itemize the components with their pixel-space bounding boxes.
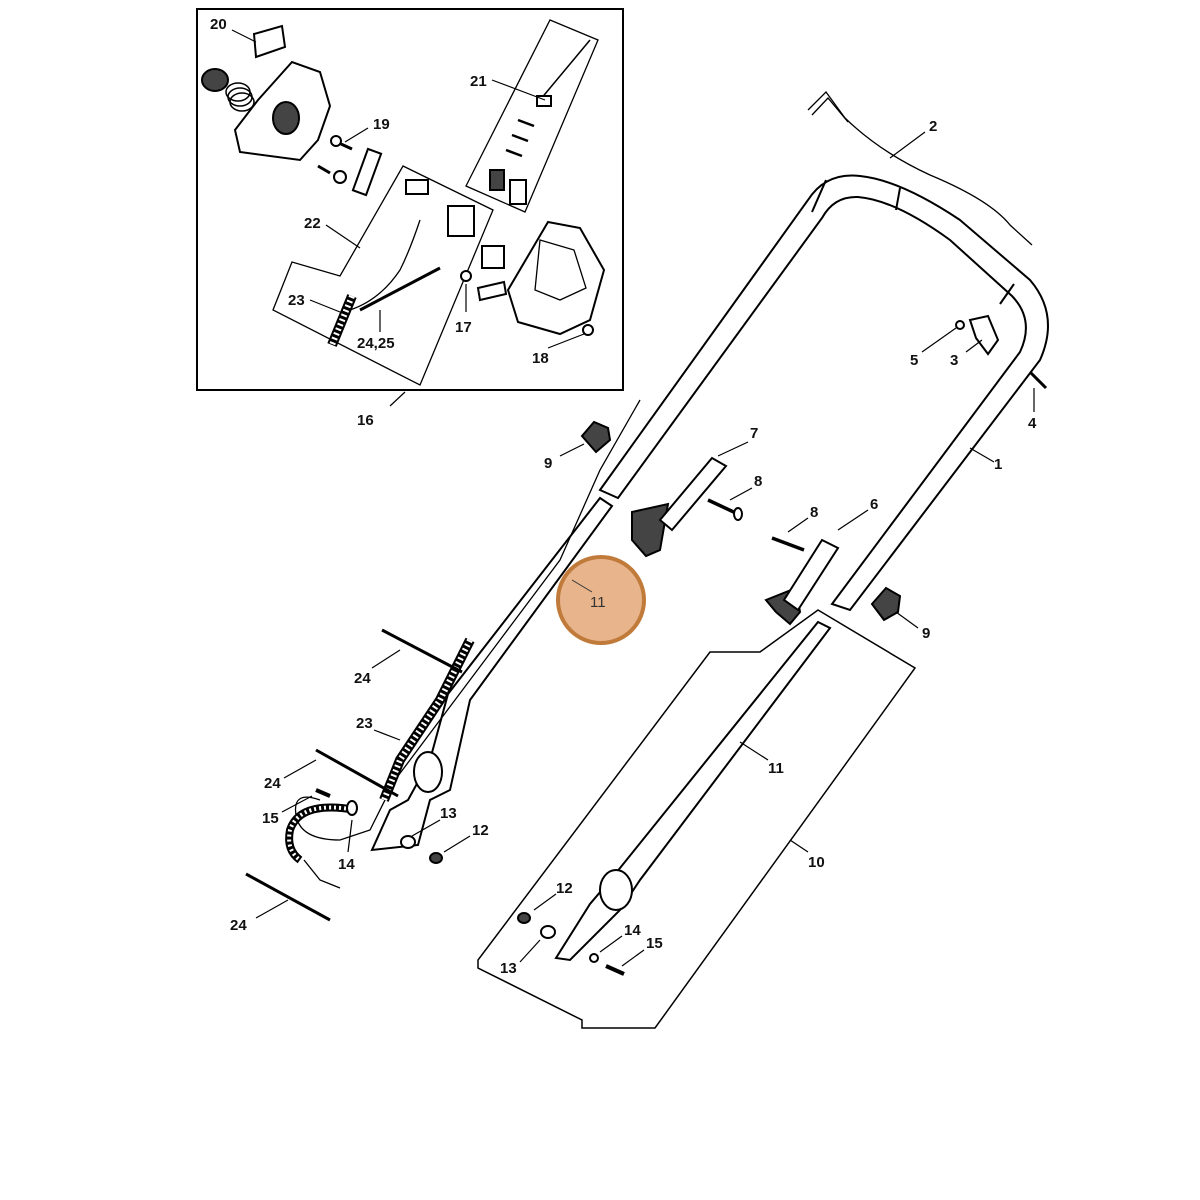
callout-label: 21 — [470, 73, 487, 90]
callout-label: 6 — [870, 496, 878, 513]
callout-label: 4 — [1028, 415, 1037, 432]
callout-labels: 20 21 19 22 23 24,25 17 18 16 2 5 3 4 1 … — [210, 16, 1037, 977]
detail-inset — [196, 8, 624, 391]
callout-label: 9 — [922, 625, 930, 642]
callout-label: 15 — [646, 935, 663, 952]
callout-label: 13 — [500, 960, 517, 977]
callout-label: 24 — [230, 917, 247, 934]
callout-label: 8 — [810, 504, 818, 521]
lower-handle-left — [245, 399, 641, 922]
callout-label: 20 — [210, 16, 227, 33]
upper-handle — [598, 174, 1049, 612]
callout-label: 17 — [455, 319, 472, 336]
callout-label: 5 — [910, 352, 918, 369]
callout-label: 14 — [338, 856, 355, 873]
callout-label: 9 — [544, 455, 552, 472]
callout-label: 7 — [750, 425, 758, 442]
callout-label: 2 — [929, 118, 937, 135]
callout-label: 24,25 — [357, 335, 395, 352]
callout-label: 15 — [262, 810, 279, 827]
callout-label: 8 — [754, 473, 762, 490]
callout-label: 13 — [440, 805, 457, 822]
callout-label: 11 — [768, 760, 784, 777]
callout-label: 24 — [354, 670, 371, 687]
callout-label: 23 — [288, 292, 305, 309]
callout-label: 24 — [264, 775, 281, 792]
highlight-label: 11 — [590, 594, 606, 611]
highlight-marker[interactable] — [556, 555, 646, 645]
callout-label: 12 — [472, 822, 489, 839]
callout-label: 12 — [556, 880, 573, 897]
leader-lines-inset — [231, 29, 585, 407]
callout-label: 22 — [304, 215, 321, 232]
lower-handle-inset — [477, 609, 917, 1029]
callout-label: 23 — [356, 715, 373, 732]
callout-label: 14 — [624, 922, 641, 939]
callout-label: 10 — [808, 854, 825, 871]
callout-label: 19 — [373, 116, 390, 133]
callout-label: 1 — [994, 456, 1002, 473]
callout-label: 18 — [532, 350, 549, 367]
callout-label: 3 — [950, 352, 958, 369]
leader-lines-main — [255, 131, 1035, 967]
callout-label: 16 — [357, 412, 374, 429]
